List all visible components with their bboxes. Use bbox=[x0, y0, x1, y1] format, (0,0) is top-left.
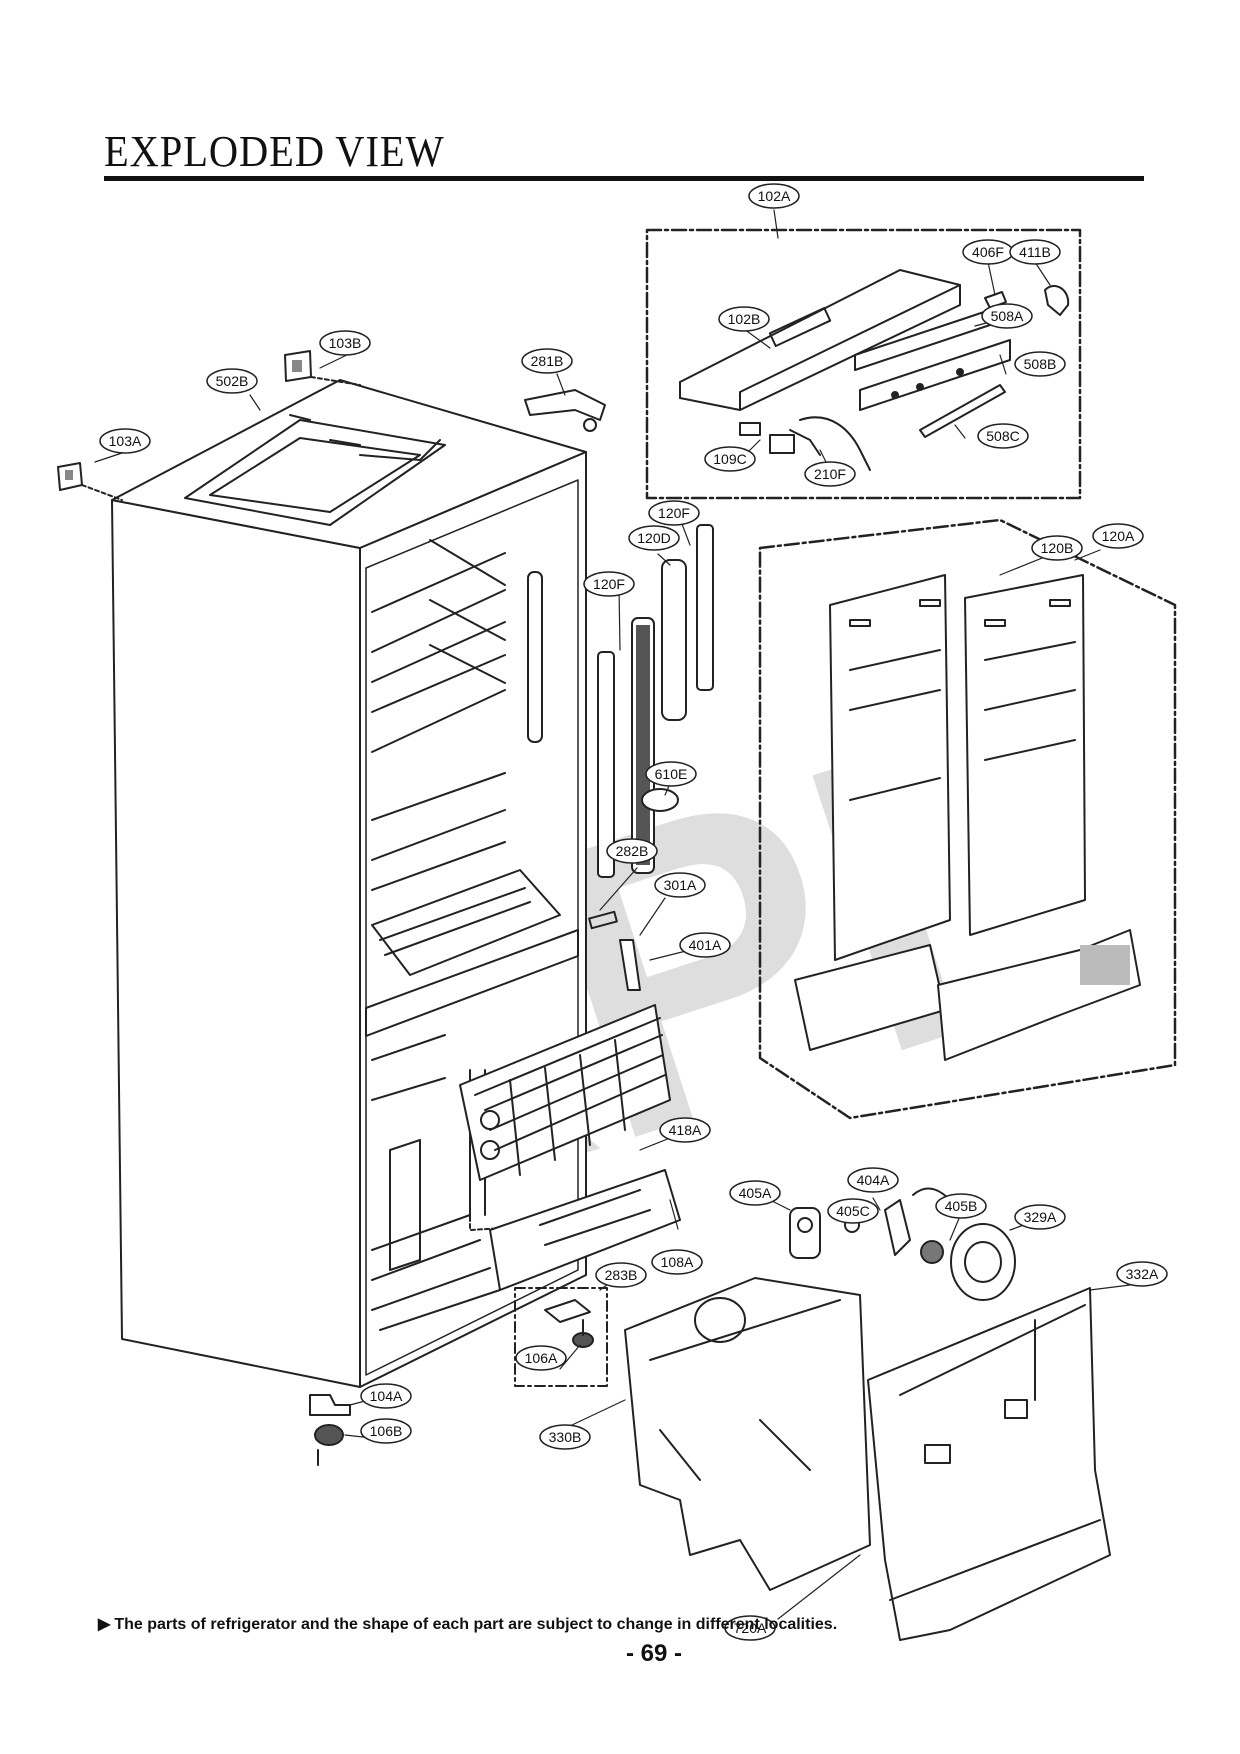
callout-405B: 405B bbox=[935, 1193, 987, 1219]
callout-label: 332A bbox=[1126, 1266, 1159, 1282]
callout-label: 103A bbox=[109, 433, 142, 449]
callout-label: 329A bbox=[1024, 1209, 1057, 1225]
callout-404A: 404A bbox=[847, 1167, 899, 1193]
callout-106B: 106B bbox=[360, 1418, 412, 1444]
callout-301A: 301A bbox=[654, 872, 706, 898]
callout-label: 405B bbox=[945, 1198, 978, 1214]
callout-label: 108A bbox=[661, 1254, 694, 1270]
callout-label: 508C bbox=[986, 428, 1019, 444]
callout-720A: 720A bbox=[724, 1615, 776, 1641]
control-panel-group bbox=[645, 228, 1082, 500]
evaporator-assembly bbox=[459, 910, 681, 1291]
callout-label: 508B bbox=[1024, 356, 1057, 372]
callout-label: 104A bbox=[370, 1388, 403, 1404]
callout-411B: 411B bbox=[1009, 239, 1061, 265]
callout-406F: 406F bbox=[962, 239, 1014, 265]
part-281B bbox=[524, 389, 606, 432]
callout-282B: 282B bbox=[606, 838, 658, 864]
callout-120D: 120D bbox=[628, 525, 680, 551]
part-103B bbox=[284, 350, 361, 386]
leveling-foot bbox=[309, 1394, 351, 1466]
callout-508B: 508B bbox=[1014, 351, 1066, 377]
callout-label: 508A bbox=[991, 308, 1024, 324]
callout-283B: 283B bbox=[595, 1262, 647, 1288]
callout-108A: 108A bbox=[651, 1249, 703, 1275]
callout-109C: 109C bbox=[704, 446, 756, 472]
footnote-text: The parts of refrigerator and the shape … bbox=[114, 1616, 838, 1633]
callout-label: 120B bbox=[1041, 540, 1074, 556]
callout-103B: 103B bbox=[319, 330, 371, 356]
callout-label: 330B bbox=[549, 1429, 582, 1445]
callout-405A: 405A bbox=[729, 1180, 781, 1206]
part-330B bbox=[624, 1277, 871, 1591]
callout-610E: 610E bbox=[645, 761, 697, 787]
page-number: - 69 - bbox=[625, 1640, 682, 1667]
part-106A-box bbox=[514, 1287, 608, 1387]
callout-102B: 102B bbox=[718, 306, 770, 332]
title-rule bbox=[104, 176, 1144, 181]
callout-label: 401A bbox=[689, 937, 722, 953]
callout-120B: 120B bbox=[1031, 535, 1083, 561]
callout-label: 106A bbox=[525, 1350, 558, 1366]
callout-120F: 120F bbox=[648, 500, 700, 526]
callout-106A: 106A bbox=[515, 1345, 567, 1371]
shelf-rail-group bbox=[758, 518, 1177, 1120]
callout-502B: 502B bbox=[206, 368, 258, 394]
callout-label: 610E bbox=[655, 766, 688, 782]
callout-label: 103B bbox=[329, 335, 362, 351]
callout-label: 411B bbox=[1019, 244, 1051, 260]
callout-label: 502B bbox=[216, 373, 249, 389]
fan-assembly bbox=[789, 1187, 1016, 1301]
callout-label: 282B bbox=[616, 843, 649, 859]
callout-label: 106B bbox=[370, 1423, 403, 1439]
callout-104A: 104A bbox=[360, 1383, 412, 1409]
callout-label: 281B bbox=[531, 353, 564, 369]
callout-508C: 508C bbox=[977, 423, 1029, 449]
callout-508A: 508A bbox=[981, 303, 1033, 329]
rails-120 bbox=[597, 524, 714, 878]
callout-281B: 281B bbox=[521, 348, 573, 374]
callout-405C: 405C bbox=[827, 1198, 879, 1224]
callout-label: 283B bbox=[605, 1267, 638, 1283]
callout-label: 120F bbox=[658, 505, 690, 521]
callout-102A: 102A bbox=[748, 183, 800, 209]
part-332A bbox=[867, 1287, 1111, 1641]
callout-label: 405C bbox=[836, 1203, 869, 1219]
callout-418A: 418A bbox=[659, 1117, 711, 1143]
callout-label: 102B bbox=[728, 311, 761, 327]
callout-103A: 103A bbox=[99, 428, 151, 454]
callout-329A: 329A bbox=[1014, 1204, 1066, 1230]
callout-label: 405A bbox=[739, 1185, 772, 1201]
callout-label: 120F bbox=[593, 576, 625, 592]
callout-210F: 210F bbox=[804, 461, 856, 487]
page-title: EXPLODED VIEW bbox=[104, 127, 445, 176]
callout-label: 102A bbox=[758, 188, 791, 204]
part-103A bbox=[57, 462, 123, 501]
callout-330B: 330B bbox=[539, 1424, 591, 1450]
arrow-icon: ▶ bbox=[98, 1616, 111, 1633]
callout-label: 120D bbox=[637, 530, 670, 546]
callout-332A: 332A bbox=[1116, 1261, 1168, 1287]
callout-label: 404A bbox=[857, 1172, 890, 1188]
page-number-row: - 69 - bbox=[0, 1640, 1240, 1668]
callout-120A: 120A bbox=[1092, 523, 1144, 549]
callout-401A: 401A bbox=[679, 932, 731, 958]
footnote: ▶The parts of refrigerator and the shape… bbox=[98, 1614, 837, 1634]
callout-label: 210F bbox=[814, 466, 846, 482]
callout-label: 720A bbox=[734, 1620, 767, 1636]
callout-label: 109C bbox=[713, 451, 746, 467]
callout-120F: 120F bbox=[583, 571, 635, 597]
callout-label: 406F bbox=[972, 244, 1004, 260]
callout-label: 301A bbox=[664, 877, 697, 893]
callout-label: 418A bbox=[669, 1122, 702, 1138]
callout-label: 120A bbox=[1102, 528, 1135, 544]
